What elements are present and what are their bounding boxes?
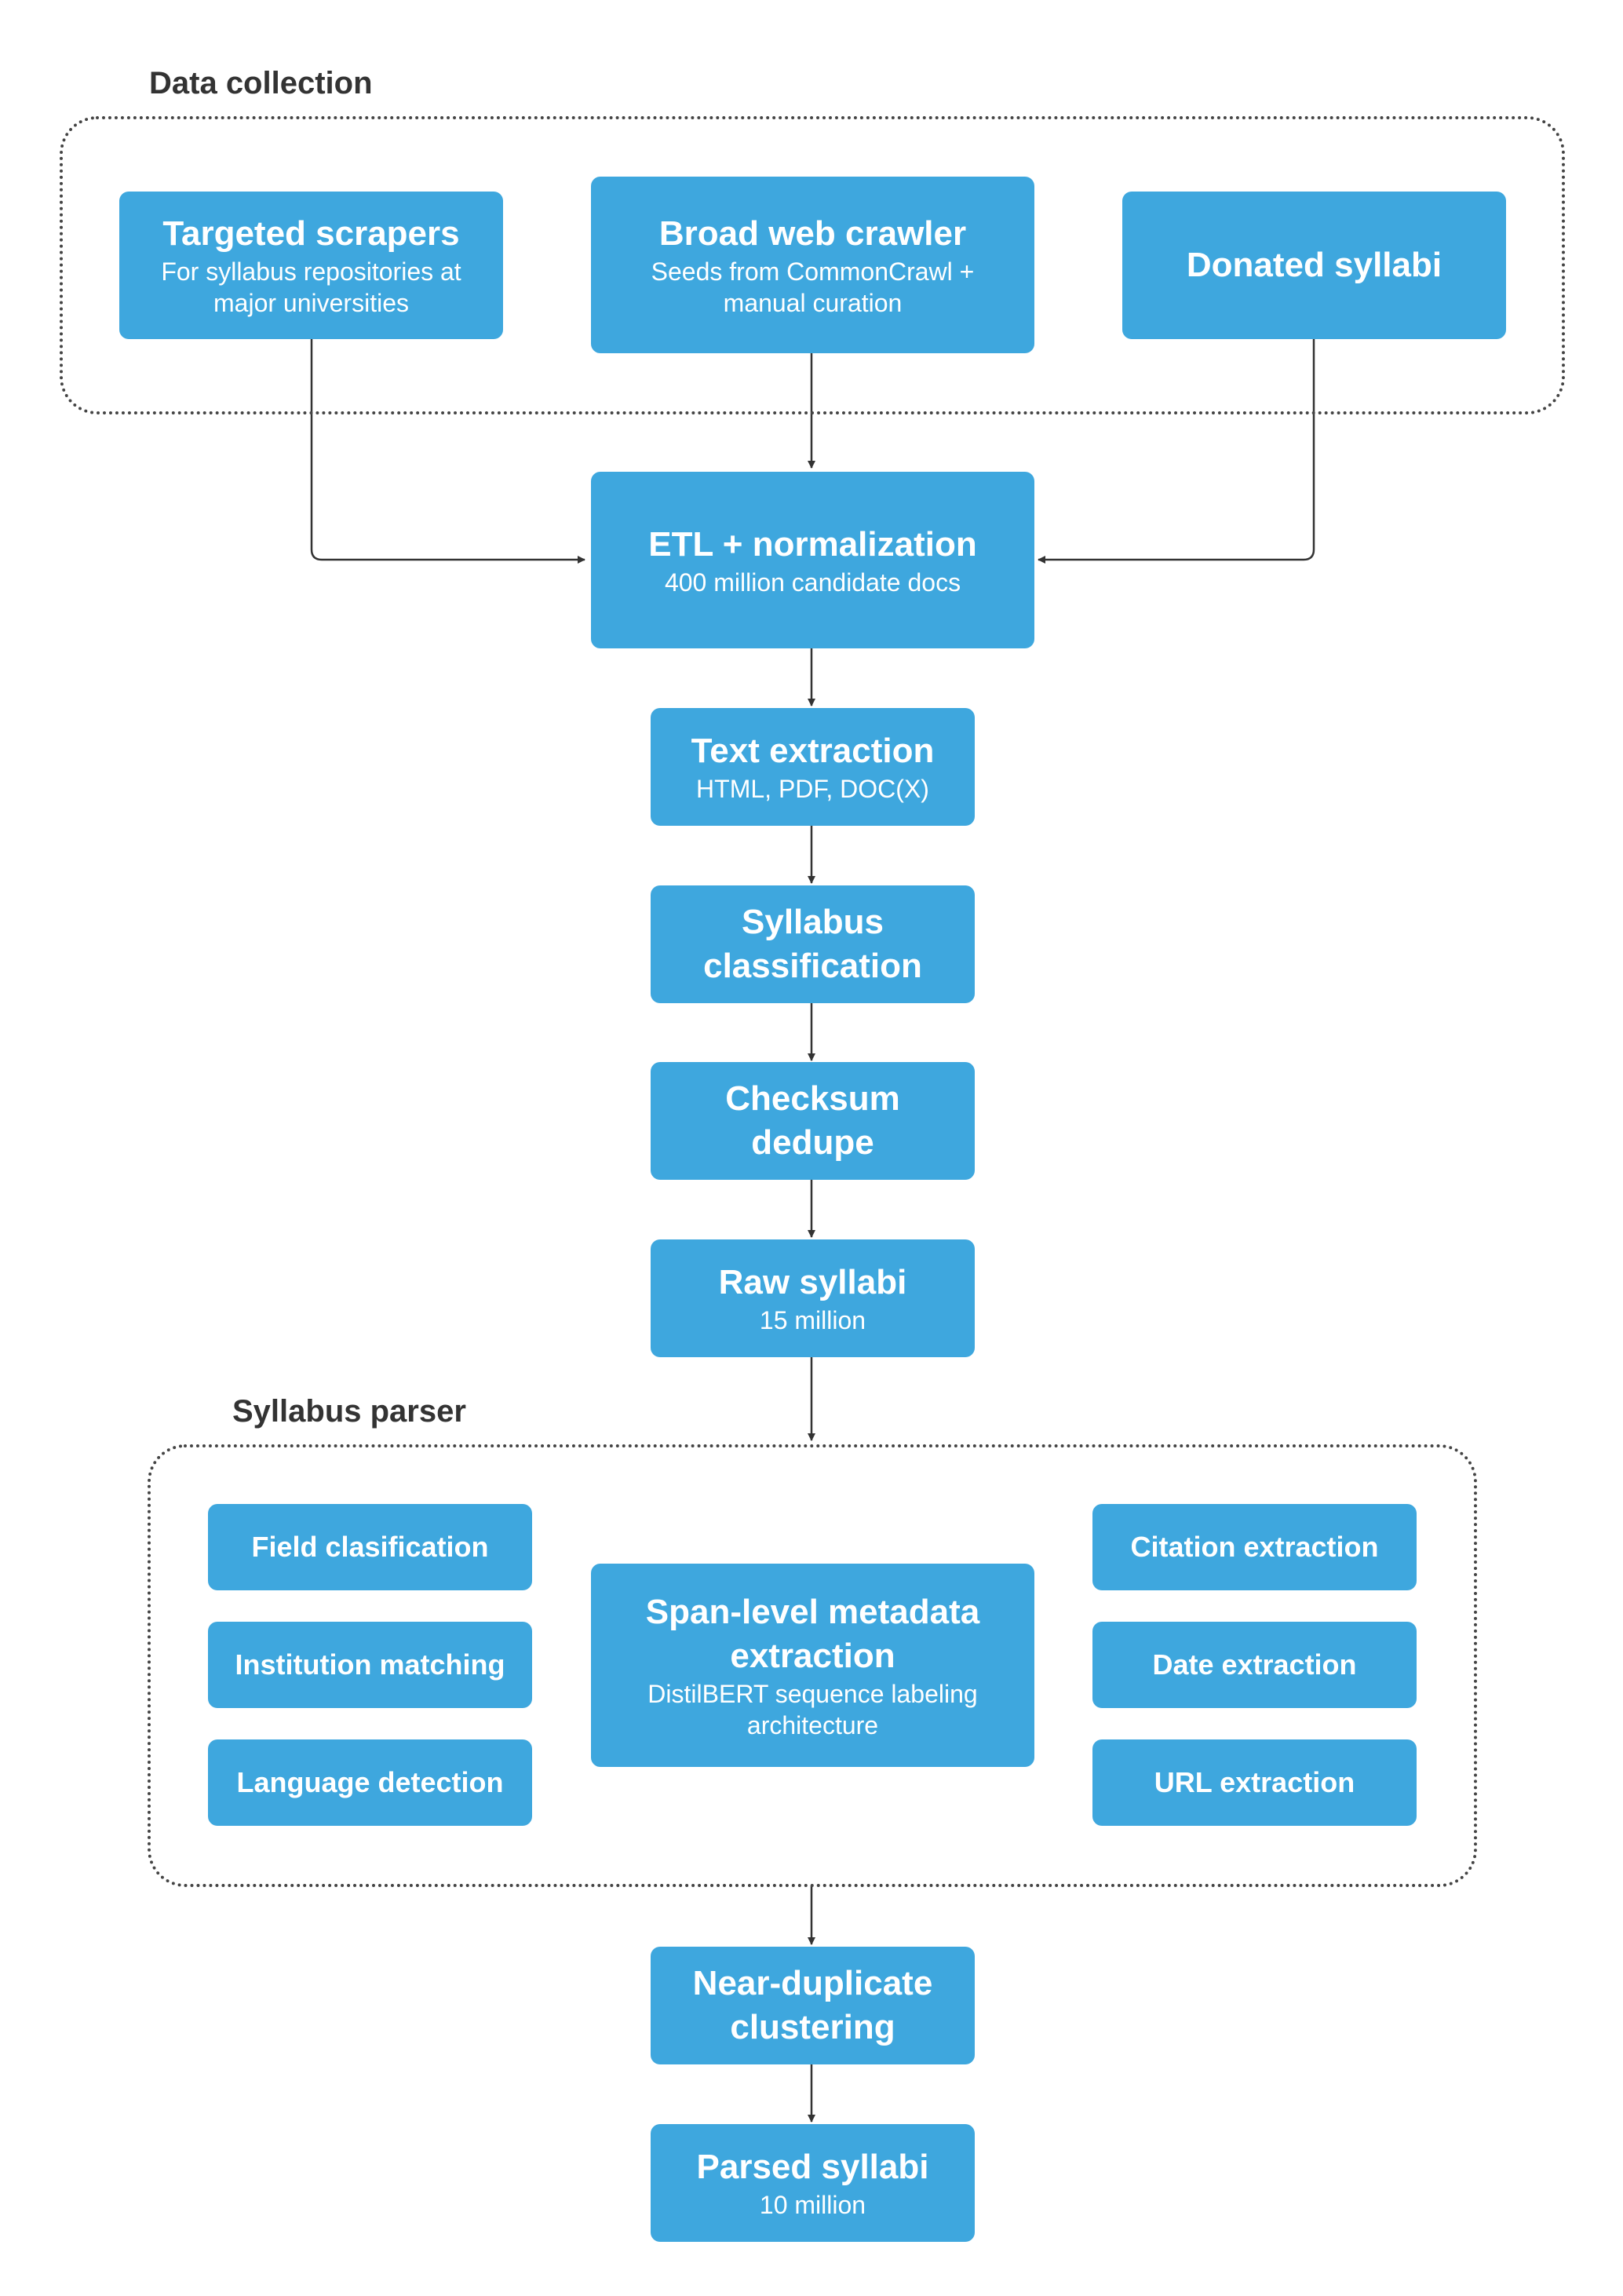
etl-normalization-subtitle: 400 million candidate docs [664, 568, 961, 597]
syllabus-parser-frame [148, 1444, 1477, 1887]
institution-matching-title: Institution matching [235, 1648, 505, 1681]
text-extraction-subtitle: HTML, PDF, DOC(X) [696, 775, 929, 803]
span-metadata-subtitle: DistilBERT sequence labeling architectur… [647, 1679, 978, 1739]
broad-web-crawler-subtitle: Seeds from CommonCrawl + manual curation [651, 257, 975, 317]
donated-syllabi-title: Donated syllabi [1186, 246, 1442, 284]
parsed-syllabi-subtitle: 10 million [759, 2191, 866, 2219]
institution-matching-node: Institution matching [208, 1622, 532, 1708]
etl-normalization-title: ETL + normalization [648, 524, 977, 564]
arrow-scrapers-to-etl [310, 338, 585, 564]
raw-syllabi-subtitle: 15 million [759, 1306, 866, 1334]
checksum-dedupe-title: Checksum dedupe [725, 1079, 900, 1162]
targeted-scrapers-title: Targeted scrapers [162, 214, 460, 253]
checksum-dedupe-node: Checksum dedupe [651, 1062, 975, 1180]
etl-normalization-node: ETL + normalization 400 million candidat… [591, 472, 1034, 648]
near-duplicate-title: Near-duplicate clustering [692, 1964, 933, 2046]
field-classification-title: Field clasification [251, 1531, 489, 1563]
language-detection-title: Language detection [236, 1766, 504, 1798]
targeted-scrapers-subtitle: For syllabus repositories at major unive… [161, 257, 461, 317]
url-extraction-title: URL extraction [1154, 1766, 1355, 1798]
language-detection-node: Language detection [208, 1739, 532, 1826]
date-extraction-node: Date extraction [1092, 1622, 1417, 1708]
parsed-syllabi-title: Parsed syllabi [696, 2148, 929, 2186]
citation-extraction-node: Citation extraction [1092, 1504, 1417, 1590]
text-extraction-title: Text extraction [691, 732, 935, 770]
broad-web-crawler-node: Broad web crawler Seeds from CommonCrawl… [591, 177, 1034, 353]
data-collection-label: Data collection [149, 66, 373, 100]
data-collection-frame [60, 116, 1565, 414]
raw-syllabi-title: Raw syllabi [718, 1263, 907, 1301]
parsed-syllabi-node: Parsed syllabi 10 million [651, 2124, 975, 2242]
syllabus-parser-label: Syllabus parser [232, 1394, 466, 1429]
citation-extraction-title: Citation extraction [1130, 1531, 1379, 1563]
near-duplicate-node: Near-duplicate clustering [651, 1947, 975, 2064]
span-metadata-node: Span-level metadata extraction DistilBER… [591, 1564, 1034, 1767]
donated-syllabi-node: Donated syllabi [1122, 192, 1506, 339]
syllabus-classification-node: Syllabus classification [651, 885, 975, 1003]
raw-syllabi-node: Raw syllabi 15 million [651, 1239, 975, 1357]
span-metadata-title: Span-level metadata extraction [645, 1592, 980, 1675]
field-classification-node: Field clasification [208, 1504, 532, 1590]
text-extraction-node: Text extraction HTML, PDF, DOC(X) [651, 708, 975, 826]
broad-web-crawler-title: Broad web crawler [658, 214, 967, 253]
url-extraction-node: URL extraction [1092, 1739, 1417, 1826]
arrow-donated-to-etl [1038, 338, 1315, 564]
targeted-scrapers-node: Targeted scrapers For syllabus repositor… [119, 192, 503, 339]
date-extraction-title: Date extraction [1152, 1648, 1357, 1681]
syllabus-classification-title: Syllabus classification [703, 903, 922, 985]
